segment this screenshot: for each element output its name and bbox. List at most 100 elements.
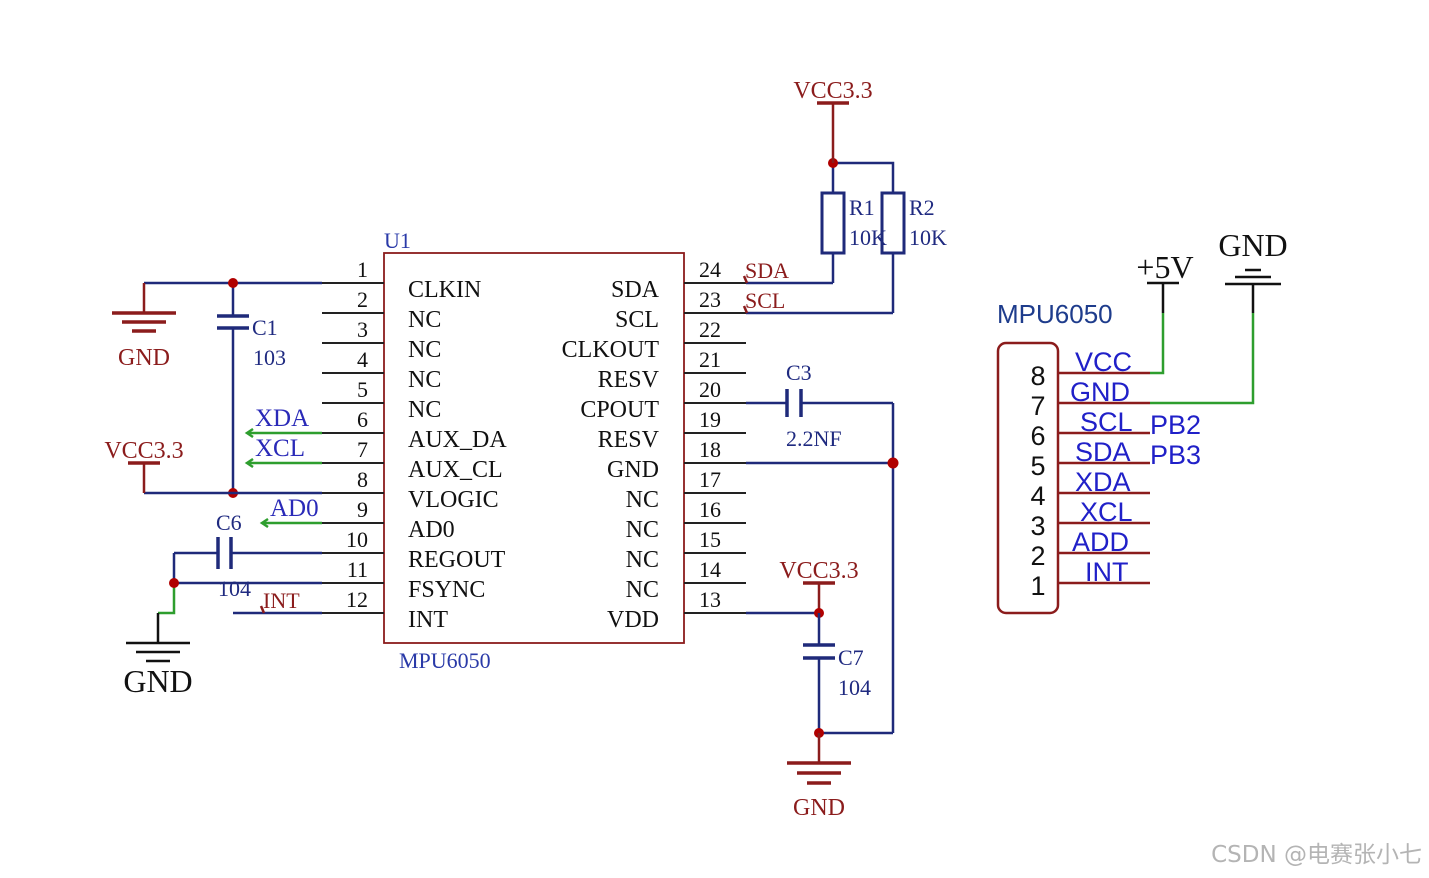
u1-pin-name: NC <box>626 577 659 603</box>
gnd-label: GND <box>123 663 192 699</box>
connector-pin-label: GND <box>1070 377 1130 407</box>
u1-pin-number: 20 <box>699 377 721 402</box>
junction-dot <box>887 457 899 469</box>
u1-pin-name: AUX_CL <box>408 457 503 483</box>
gnd-label: GND <box>1218 227 1287 263</box>
i2c-pullups: SDA SCL R1 10K R2 10K VCC3.3 <box>742 78 947 315</box>
plus5v-label: +5V <box>1136 249 1193 285</box>
capacitor-c6: C6 104 <box>172 510 322 601</box>
u1-pin-name: AUX_DA <box>408 427 507 453</box>
c7-value: 104 <box>838 675 871 700</box>
u1-pin-name: VLOGIC <box>408 487 499 513</box>
u1-pin-number: 22 <box>699 317 721 342</box>
u1-designator: U1 <box>384 228 411 253</box>
u1-pin-number: 1 <box>357 257 368 282</box>
u1-pin-number: 11 <box>347 557 368 582</box>
connector-title: MPU6050 <box>997 299 1113 329</box>
connector-pin-number: 7 <box>1030 391 1045 421</box>
watermark: CSDN @电赛张小七 <box>1211 842 1422 868</box>
connector-pin-label: SCL <box>1080 407 1133 437</box>
u1-pin-name: NC <box>408 307 441 333</box>
connector-mcu-pin: PB2 <box>1150 410 1201 440</box>
u1-pin-number: 21 <box>699 347 721 372</box>
connector-pin-number: 5 <box>1030 451 1045 481</box>
u1-pin-number: 5 <box>357 377 368 402</box>
net-port-mark <box>259 517 269 529</box>
c3-ref: C3 <box>786 360 812 385</box>
u1-pin-number: 6 <box>357 407 368 432</box>
gnd-label: GND <box>793 795 845 821</box>
connector-pin-number: 2 <box>1030 541 1045 571</box>
u1-pin-number: 17 <box>699 467 721 492</box>
u1-part-name: MPU6050 <box>399 648 491 673</box>
u1-pin-number: 10 <box>346 527 368 552</box>
u1-body <box>383 252 685 644</box>
net-label-xda: XDA <box>255 405 309 432</box>
vcc-label: VCC3.3 <box>793 78 872 104</box>
c3-value: 2.2NF <box>786 426 842 451</box>
resistor-r1 <box>820 191 846 255</box>
u1-pin-name: RESV <box>598 367 660 393</box>
u1-pin-number: 13 <box>699 587 721 612</box>
connector-pin-label: SDA <box>1075 437 1131 467</box>
wire-fsync-gnd <box>158 583 176 615</box>
u1-pin-number: 8 <box>357 467 368 492</box>
net-port-mark <box>742 305 749 314</box>
u1-pin-number: 24 <box>699 257 721 282</box>
clkin-ground-net: GND <box>112 281 322 371</box>
gnd-label: GND <box>118 345 170 371</box>
net-label-sda: SDA <box>745 258 789 283</box>
net-label-scl: SCL <box>745 288 785 313</box>
vcc-label: VCC3.3 <box>104 438 183 464</box>
connector-pin-label: XDA <box>1075 467 1131 497</box>
net-port-mark <box>259 605 266 614</box>
vdd-net: VCC3.3 <box>746 558 859 618</box>
u1-pin-name: GND <box>607 457 659 483</box>
c6-value: 104 <box>218 576 251 601</box>
c6-ref: C6 <box>216 510 242 535</box>
r1-ref: R1 <box>849 195 875 220</box>
junction-dot <box>169 578 179 588</box>
u1-pin-name: VDD <box>607 607 659 633</box>
int-net: INT <box>233 588 322 615</box>
r2-ref: R2 <box>909 195 935 220</box>
u1-pin-name: REGOUT <box>408 547 506 573</box>
capacitor-c1: C1 103 <box>217 278 286 498</box>
u1-pin-number: 12 <box>346 587 368 612</box>
net-label-xcl: XCL <box>255 435 305 462</box>
u1-pin-name: NC <box>626 547 659 573</box>
net-port-mark <box>244 457 254 469</box>
connector-body <box>996 341 1060 615</box>
u1-pin-name: CPOUT <box>580 397 659 423</box>
u1-pin-name: NC <box>626 487 659 513</box>
u1-pin-number: 3 <box>357 317 368 342</box>
net-port-mark <box>742 275 749 284</box>
capacitor-c3: C3 2.2NF <box>746 360 895 733</box>
wire-r2-top <box>833 161 895 193</box>
connector-pin-label: VCC <box>1075 347 1132 377</box>
u1-pin-name: SCL <box>615 307 659 333</box>
fsync-ground: GND <box>123 578 193 699</box>
u1-pin-name: SDA <box>611 277 660 303</box>
u1-pin-number: 9 <box>357 497 368 522</box>
u1-pin-number: 18 <box>699 437 721 462</box>
u1-pin-number: 23 <box>699 287 721 312</box>
net-label-ad0: AD0 <box>270 495 319 522</box>
connector-pin-number: 3 <box>1030 511 1045 541</box>
capacitor-c7: C7 104 GND <box>787 613 893 821</box>
u1-pin-name: CLKOUT <box>562 337 660 363</box>
u1-pin-number: 7 <box>357 437 368 462</box>
aux-net-labels: XDA XCL AD0 <box>244 405 322 529</box>
u1-pin-name: NC <box>626 517 659 543</box>
u1-pin-name: RESV <box>598 427 660 453</box>
connector-pin-label: INT <box>1085 557 1129 587</box>
u1-left-pins: 1CLKIN2NC3NC4NC5NC6AUX_DA7AUX_CL8VLOGIC9… <box>322 257 507 633</box>
c1-value: 103 <box>253 345 286 370</box>
vcc-label: VCC3.3 <box>779 558 858 584</box>
u1-pin-number: 4 <box>357 347 368 372</box>
r2-value: 10K <box>909 225 947 250</box>
u1: U1 MPU6050 1CLKIN2NC3NC4NC5NC6AUX_DA7AUX… <box>322 228 746 673</box>
